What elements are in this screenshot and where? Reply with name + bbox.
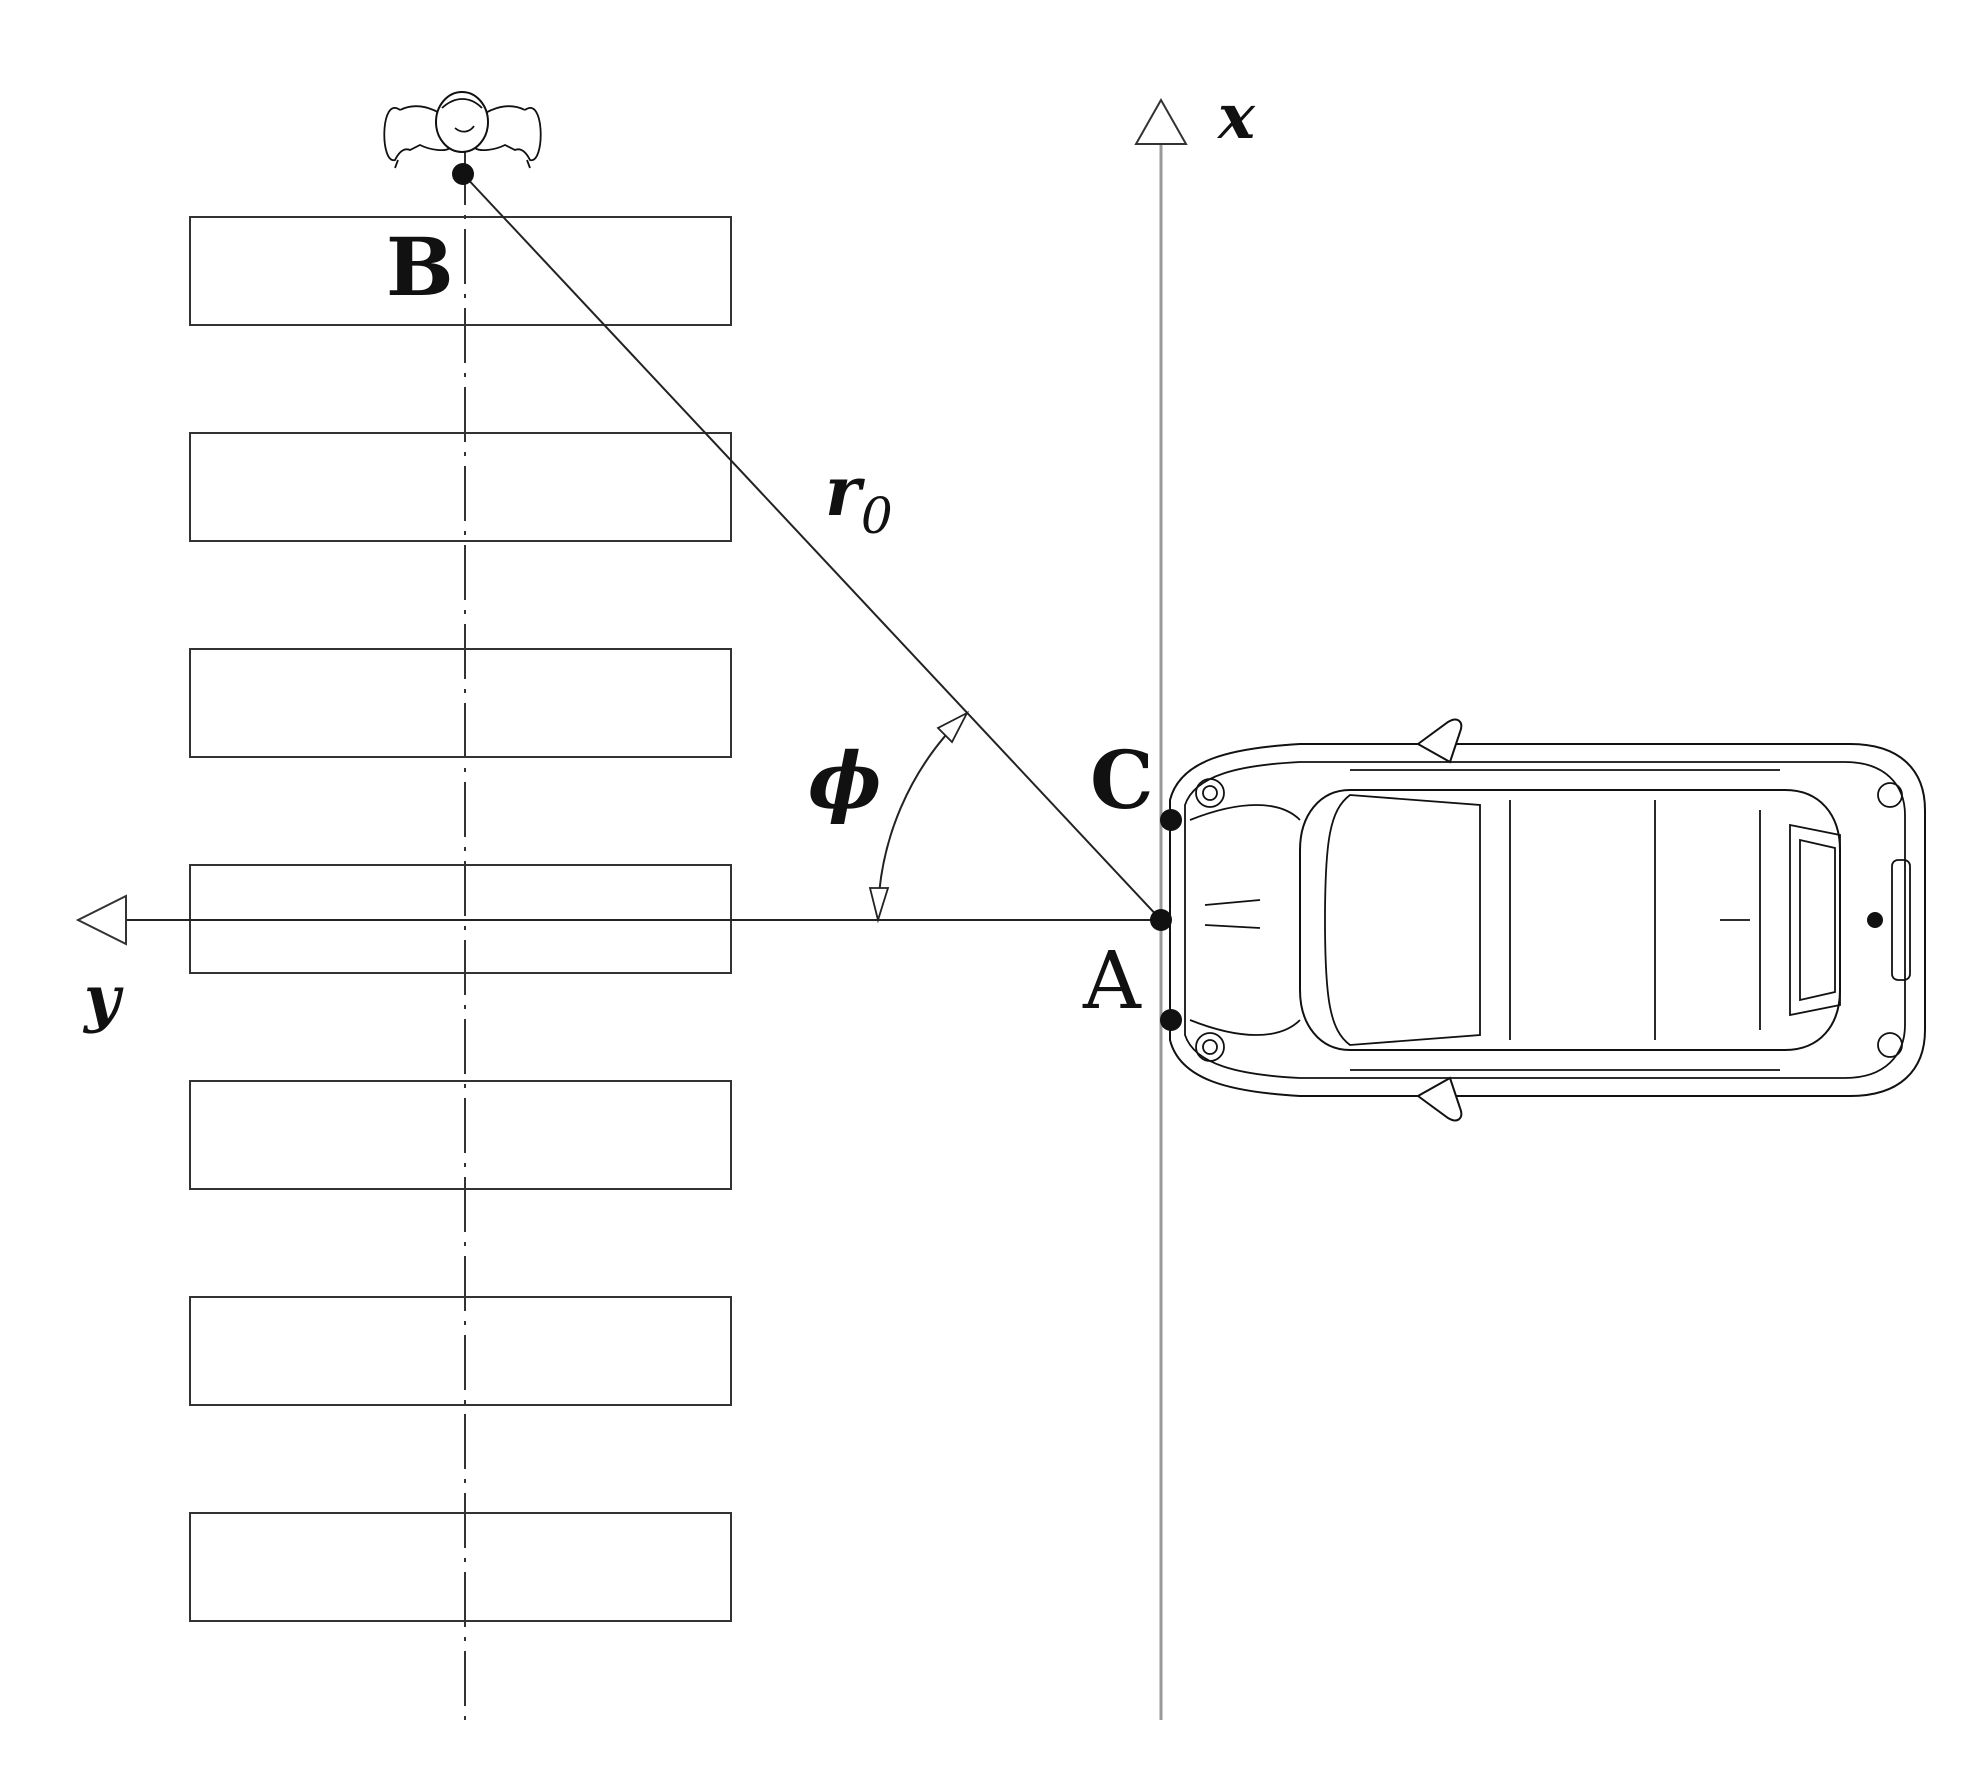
y-axis bbox=[75, 894, 1161, 946]
point-b-marker bbox=[452, 163, 474, 185]
crosswalk-stripe bbox=[189, 1296, 732, 1406]
distance-label-subscript: 0 bbox=[861, 487, 893, 545]
point-b-label: B bbox=[386, 220, 454, 314]
distance-label-main: r bbox=[825, 452, 865, 532]
car-top-view-icon bbox=[1169, 718, 1926, 1122]
distance-line bbox=[462, 173, 1162, 921]
crosswalk-stripe bbox=[189, 216, 732, 326]
crosswalk-stripe bbox=[189, 1512, 732, 1622]
point-lower-marker bbox=[1160, 1009, 1182, 1031]
point-a-marker bbox=[1150, 909, 1172, 931]
y-axis-arrowhead bbox=[75, 894, 127, 946]
crosswalk-stripe bbox=[189, 432, 732, 542]
point-a-label: A bbox=[1082, 934, 1142, 1027]
crosswalk-stripe bbox=[189, 648, 732, 758]
point-c-label: C bbox=[1090, 733, 1154, 827]
x-axis-arrowhead bbox=[1134, 97, 1188, 145]
angle-label: ϕ bbox=[808, 736, 881, 827]
crosswalk-stripe bbox=[189, 1080, 732, 1190]
x-axis-label: x bbox=[1216, 80, 1256, 153]
pedestrian-top-view-icon bbox=[383, 91, 542, 169]
point-c-marker bbox=[1160, 809, 1182, 831]
distance-label: r0 bbox=[825, 452, 893, 545]
y-axis-label: y bbox=[82, 962, 124, 1035]
angle-arc bbox=[868, 710, 970, 924]
